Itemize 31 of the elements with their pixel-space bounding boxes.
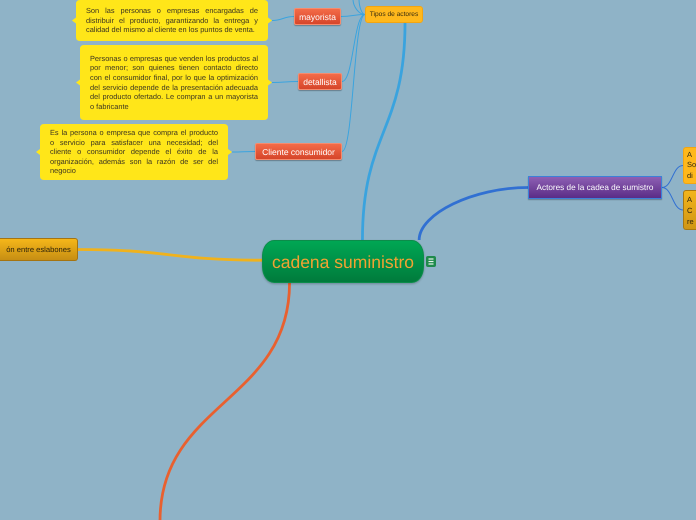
topic-box <box>298 73 342 90</box>
connector-line <box>662 187 684 210</box>
topic-box <box>294 8 341 25</box>
topic-box <box>255 143 342 160</box>
connector-line <box>272 81 298 83</box>
connector-line <box>361 22 406 240</box>
connector-line <box>272 16 294 21</box>
connector-line <box>352 0 366 15</box>
connector-line <box>358 0 366 15</box>
connector-line <box>340 14 366 17</box>
connector-line <box>342 14 366 82</box>
connector-line <box>158 282 291 520</box>
subtopic-box <box>0 238 78 261</box>
callout-box <box>72 0 272 41</box>
topic-title: cadena suministro <box>272 252 414 272</box>
central-topic-box <box>262 240 424 283</box>
callout-box <box>36 124 232 180</box>
connector-line <box>662 165 684 188</box>
subtopic-box <box>683 147 696 184</box>
connector-line <box>78 248 262 262</box>
topic-label: Actores de la cadea de sumistro <box>536 182 654 192</box>
connector-line <box>418 186 528 240</box>
topic-box <box>528 176 662 199</box>
topic-label: detallista <box>303 76 337 86</box>
connector-line <box>342 14 366 152</box>
topic-label: Cliente consumidor <box>262 146 335 156</box>
callout-box <box>76 45 272 120</box>
subtopic-box <box>365 6 423 23</box>
topic-label: mayorista <box>299 12 336 22</box>
subtopic-box <box>683 190 696 230</box>
connector-line <box>232 151 256 152</box>
